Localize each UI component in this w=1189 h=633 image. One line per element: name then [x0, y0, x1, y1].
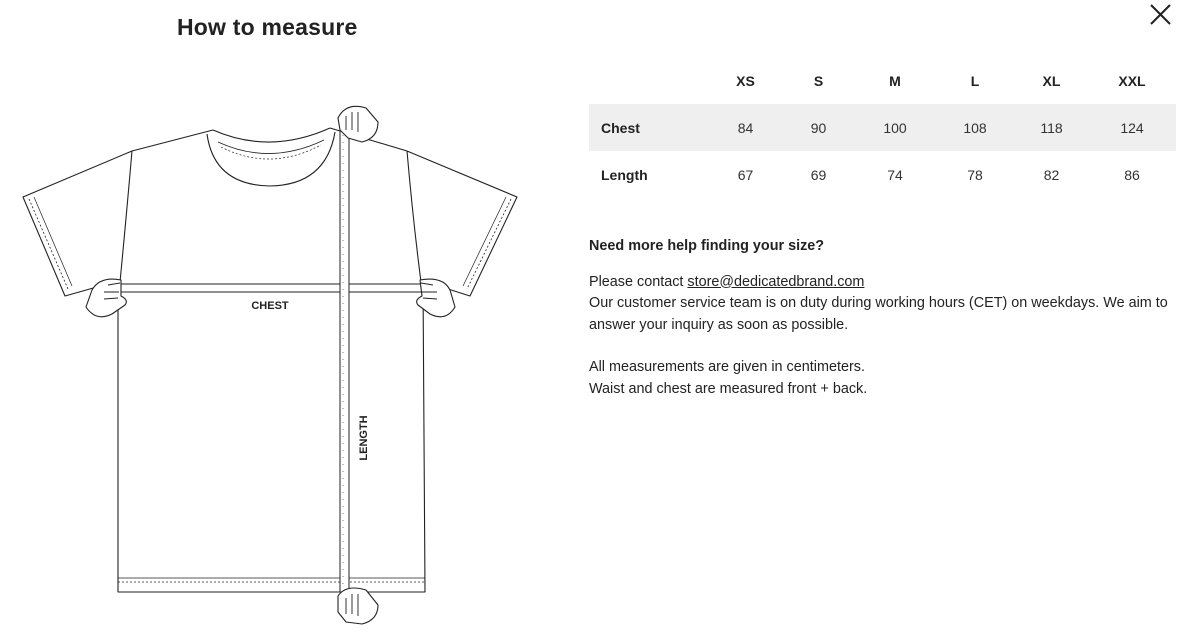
table-cell: 74 — [887, 166, 903, 183]
size-header-row: XS S M L XL XXL — [589, 58, 1176, 104]
help-section: Need more help finding your size? Please… — [589, 236, 1179, 400]
size-header-xs: XS — [736, 73, 755, 89]
size-header-l: L — [970, 73, 980, 89]
length-label: LENGTH — [358, 415, 370, 460]
tshirt-illustration: CHEST LENGTH — [22, 105, 518, 625]
measure-note: Waist and chest are measured front + bac… — [589, 380, 868, 397]
size-table: XS S M L XL XXL Chest 84 90 100 108 118 … — [589, 58, 1176, 198]
contact-line: Please contact store@dedicatedbrand.com — [589, 272, 1179, 294]
close-icon[interactable] — [1146, 1, 1174, 29]
table-cell: 82 — [1043, 166, 1060, 183]
table-cell: 100 — [855, 104, 935, 151]
row-label: Chest — [589, 104, 709, 151]
size-header-xxl: XXL — [1118, 73, 1146, 89]
contact-email-link[interactable]: store@dedicatedbrand.com — [687, 273, 865, 290]
table-cell: 69 — [810, 166, 827, 183]
row-label: Length — [601, 166, 648, 183]
table-cell: 84 — [709, 104, 782, 151]
table-cell: 86 — [1124, 166, 1140, 183]
size-header-corner — [589, 58, 709, 104]
chest-label: CHEST — [251, 300, 289, 312]
size-header-s: S — [813, 73, 824, 89]
close-button[interactable] — [1146, 1, 1174, 29]
table-cell: 90 — [782, 104, 855, 151]
table-row-chest: Chest 84 90 100 108 118 124 — [589, 104, 1176, 151]
units-text: All measurements are given in centimeter… — [589, 359, 865, 375]
service-text: Our customer service team is on duty dur… — [589, 295, 1168, 333]
help-question: Need more help finding your size? — [589, 238, 825, 254]
size-header-m: M — [889, 73, 901, 89]
table-cell: 108 — [935, 104, 1015, 151]
table-cell: 124 — [1088, 104, 1176, 151]
table-cell: 78 — [967, 166, 983, 183]
contact-prefix: Please contact — [589, 273, 688, 290]
table-cell: 67 — [737, 166, 754, 183]
table-cell: 118 — [1015, 104, 1088, 151]
size-header-xl: XL — [1042, 73, 1061, 89]
table-row-length: Length 67 69 74 78 82 86 — [589, 151, 1176, 198]
page-title: How to measure — [177, 14, 358, 40]
